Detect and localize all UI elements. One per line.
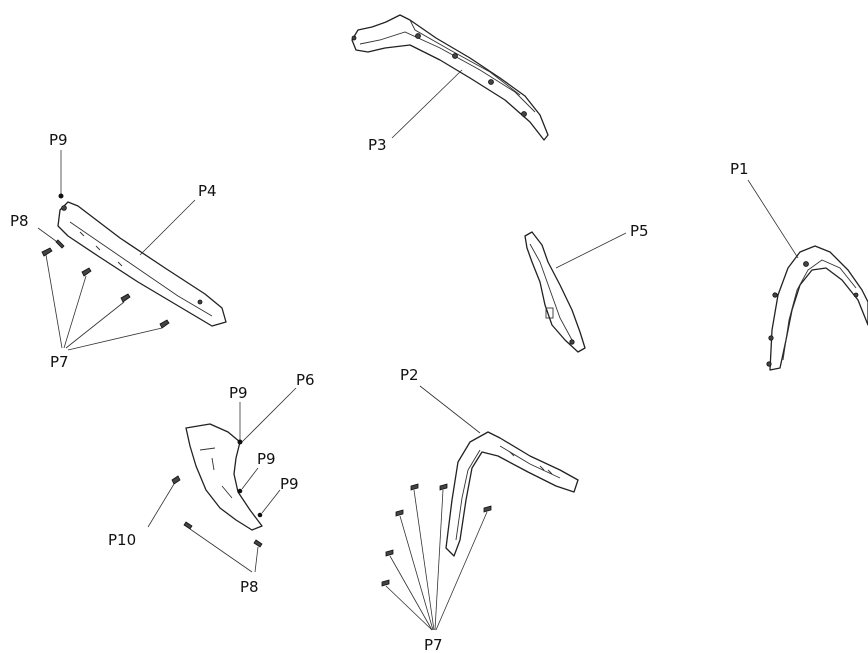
leader-p5 xyxy=(555,232,627,269)
label-p7-bottom: P7 xyxy=(424,636,443,653)
label-p6: P6 xyxy=(296,371,315,389)
leader-p8-bottom-a xyxy=(189,528,253,573)
screws-p7-left xyxy=(41,247,170,351)
part-p5 xyxy=(524,231,586,353)
leader-p10 xyxy=(147,483,175,528)
fastener-p8-bottom-a xyxy=(183,521,193,530)
leader-p9-c xyxy=(261,489,281,514)
label-p8-bottom: P8 xyxy=(240,578,259,596)
part-p1 xyxy=(766,245,868,371)
fastener-p9-c xyxy=(257,512,263,518)
leader-p4 xyxy=(139,199,196,256)
leader-p2 xyxy=(419,385,481,434)
screws-p7-bottom xyxy=(381,483,492,631)
label-p8-left: P8 xyxy=(10,212,29,230)
leader-p8-bottom-b xyxy=(254,546,259,573)
label-p2: P2 xyxy=(400,366,419,384)
label-p9-c: P9 xyxy=(280,475,299,493)
leader-p1 xyxy=(747,179,799,259)
fastener-p9-top xyxy=(58,193,64,199)
part-p6 xyxy=(185,423,263,531)
fastener-p8-left xyxy=(55,239,65,249)
leader-p9-b xyxy=(241,467,259,490)
fastener-p8-bottom-b xyxy=(253,539,263,548)
label-p9-b: P9 xyxy=(257,450,276,468)
label-p5: P5 xyxy=(630,222,649,240)
label-p3: P3 xyxy=(368,136,387,154)
fastener-p9-b xyxy=(237,488,243,494)
part-p3 xyxy=(351,14,549,141)
part-p4 xyxy=(57,201,227,327)
label-p9-a: P9 xyxy=(229,384,248,402)
label-p1: P1 xyxy=(730,160,749,178)
part-p2 xyxy=(445,431,579,557)
label-p10: P10 xyxy=(108,531,136,549)
leader-p3 xyxy=(391,69,463,139)
leader-p6 xyxy=(241,387,297,443)
fastener-p10 xyxy=(171,475,181,485)
label-p9-top: P9 xyxy=(49,131,68,149)
label-p4: P4 xyxy=(198,182,217,200)
label-p7-left: P7 xyxy=(50,353,69,371)
